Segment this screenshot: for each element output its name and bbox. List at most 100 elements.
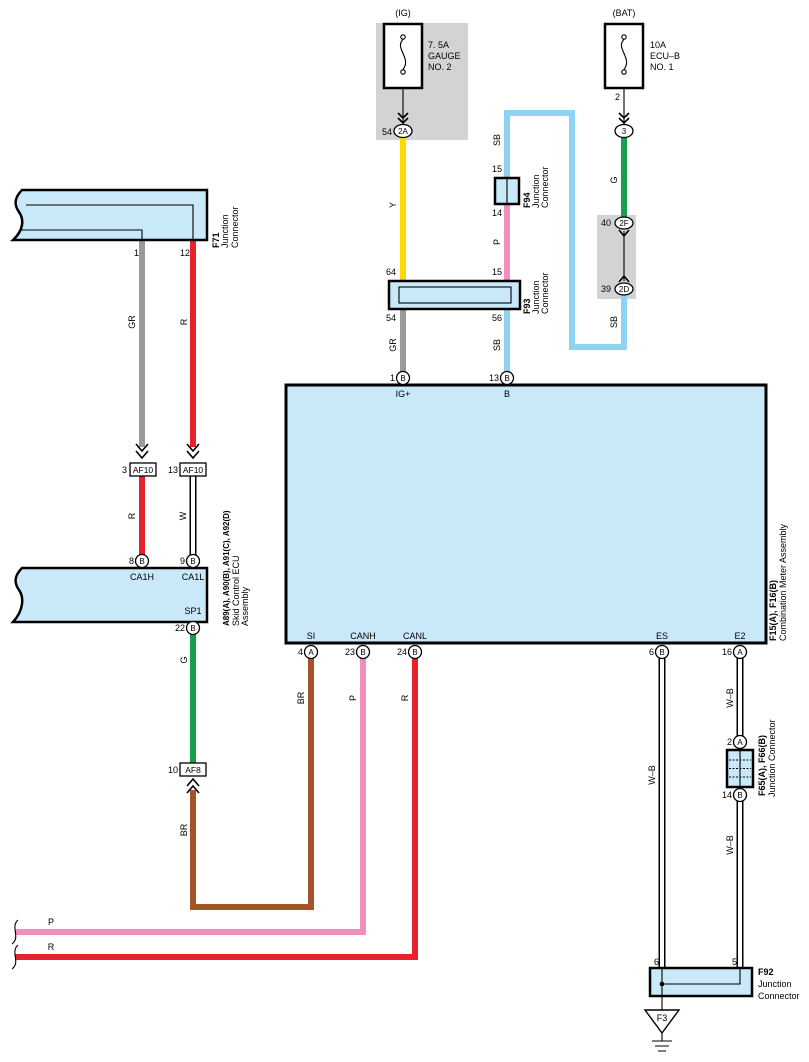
connector-meter-b [499,370,515,386]
pin-number: 16 [722,647,732,657]
connector-2d [614,282,634,296]
wire-label: SB [492,134,502,146]
connector-meter-canl [407,644,423,660]
junction-connector-f94 [493,176,521,206]
skid-ecu-codes: A89(A), A90(B), A91(C), A92(D) [222,510,231,626]
chevron-down-icon [618,112,630,125]
pin-number: 56 [492,313,502,323]
terminal-name: SP1 [184,606,201,616]
chevron-down-icon [135,443,149,460]
connector-meter-si [303,644,319,660]
connector-meter-canh [355,644,371,660]
f94-type: Junction [531,174,541,208]
connector-letter: B [737,791,742,800]
f92-splice-dot [659,981,665,987]
connector-letter: B [190,557,195,566]
connector-2a [393,123,413,139]
pin-number: 8 [129,556,134,566]
connector-ecu-ca1l [185,553,201,569]
pin-number: 15 [492,267,502,277]
connector-ecu-ca1h [134,553,150,569]
skid-ecu-box [10,566,209,624]
pin-number: 3 [122,465,127,475]
skid-ecu-name: Assembly [240,586,250,626]
pin-number: 1 [134,248,139,258]
junction-connector-f71 [9,188,209,242]
terminal-name: IG+ [396,389,411,399]
chevron-up-icon [618,274,630,283]
wire-label: R [127,512,137,519]
connector-af10-label: AF10 [133,465,154,475]
wire-label: G [609,176,619,183]
wire-p-canh [15,658,366,935]
terminal-name: CA1H [130,572,154,582]
fuse-terminal-icon [621,34,627,40]
wire-label: SB [492,339,502,351]
terminal-name: CANH [350,631,376,641]
meter-box [284,383,768,645]
fuse-terminal-icon [400,69,406,75]
pin-number: 23 [345,647,355,657]
fuse-gauge-no2 [382,22,424,90]
fuse-element-icon [620,39,628,70]
connector-af10-left [129,462,157,477]
fuse-bat-name: ECU–B [650,51,680,61]
pin-number: 22 [175,623,185,633]
f71-internal-line [26,204,194,240]
ground-point-icon [643,1009,681,1035]
terminal-name: E2 [734,631,745,641]
f94-type: Connector [540,166,550,208]
pin-number: 9 [180,556,185,566]
wire-label: R [48,942,55,952]
pin-number: 39 [601,284,611,294]
pin-number: 2 [615,92,620,102]
pin-number: 15 [492,164,502,174]
pin-number: 24 [397,647,407,657]
connector-meter-es [654,644,670,660]
connector-ecu-sp1 [185,620,201,636]
wire-label: W–B [725,835,735,855]
f71-type: Junction [220,214,230,248]
fuse-ecu-b-no1 [603,22,645,90]
connector-meter-ig [395,370,411,386]
f93-type: Connector [540,272,550,314]
chevron-down-icon [186,443,200,460]
wire-label: W–B [725,688,735,708]
pin-number: 64 [386,267,396,277]
wire-break-mark-p [11,919,19,945]
fuse-ig-source: (IG) [395,8,411,18]
connector-f66-b [732,787,748,803]
ground-icon [652,1033,672,1052]
fuse-bat-source: (BAT) [613,8,636,18]
wire-sb-loop [504,110,627,350]
wire-label: GR [127,315,137,329]
f93-type: Junction [531,280,541,314]
connector-f65-a [732,734,748,750]
wire-r-canl [15,658,418,960]
pin-number: 13 [489,373,499,383]
connector-meter-e2 [732,644,748,660]
fuse-terminal-icon [400,34,406,40]
f93-internal-bus [398,286,512,304]
wire-label: G [179,656,189,663]
terminal-name: CA1L [182,572,205,582]
pin-number: 40 [601,218,611,228]
pin-number: 4 [298,647,303,657]
pin-number: 14 [492,208,502,218]
connector-2f [614,216,634,230]
pin-number: 10 [168,765,178,775]
wire-label: P [348,695,358,701]
connector-letter: A [737,648,743,657]
pin-number: 2 [727,737,732,747]
connector-letter: A [737,738,743,747]
connector-2d-label: 2D [619,285,629,294]
connector-letter: B [139,557,144,566]
f94-code: F94 [522,192,532,208]
wire-label: GR [388,338,398,352]
fuse-bat-rating: 10A [650,40,666,50]
f92-code: F92 [758,967,774,977]
skid-control-ecu-assembly [10,566,209,624]
pin-number: 13 [168,465,178,475]
wire-label: BR [296,691,306,704]
junction-connector-f65-f66 [725,748,755,789]
